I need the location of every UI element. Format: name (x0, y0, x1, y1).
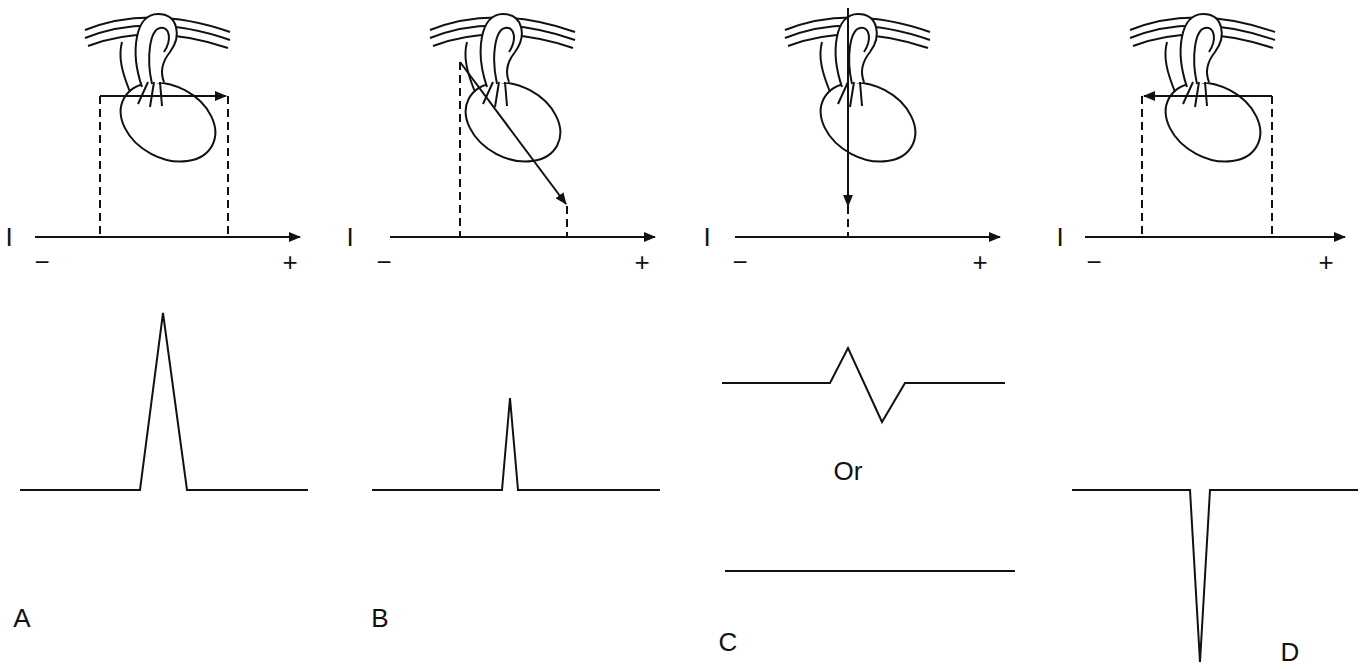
panel-letter: A (13, 605, 30, 631)
lead-label: I (703, 224, 710, 250)
polarity-sign: − (34, 249, 49, 275)
polarity-sign: + (634, 249, 649, 275)
polarity-sign: + (972, 249, 987, 275)
polarity-sign: − (1086, 249, 1101, 275)
lead-label: I (1056, 224, 1063, 250)
polarity-sign: − (376, 249, 391, 275)
panel-letter: D (1281, 639, 1300, 665)
polarity-sign: − (732, 249, 747, 275)
or-text: Or (834, 458, 863, 484)
polarity-sign: + (282, 249, 297, 275)
lead-label: I (346, 224, 353, 250)
polarity-sign: + (1318, 249, 1333, 275)
panel-letter: B (371, 605, 388, 631)
lead-label: I (5, 224, 12, 250)
panel-letter: C (719, 629, 738, 655)
